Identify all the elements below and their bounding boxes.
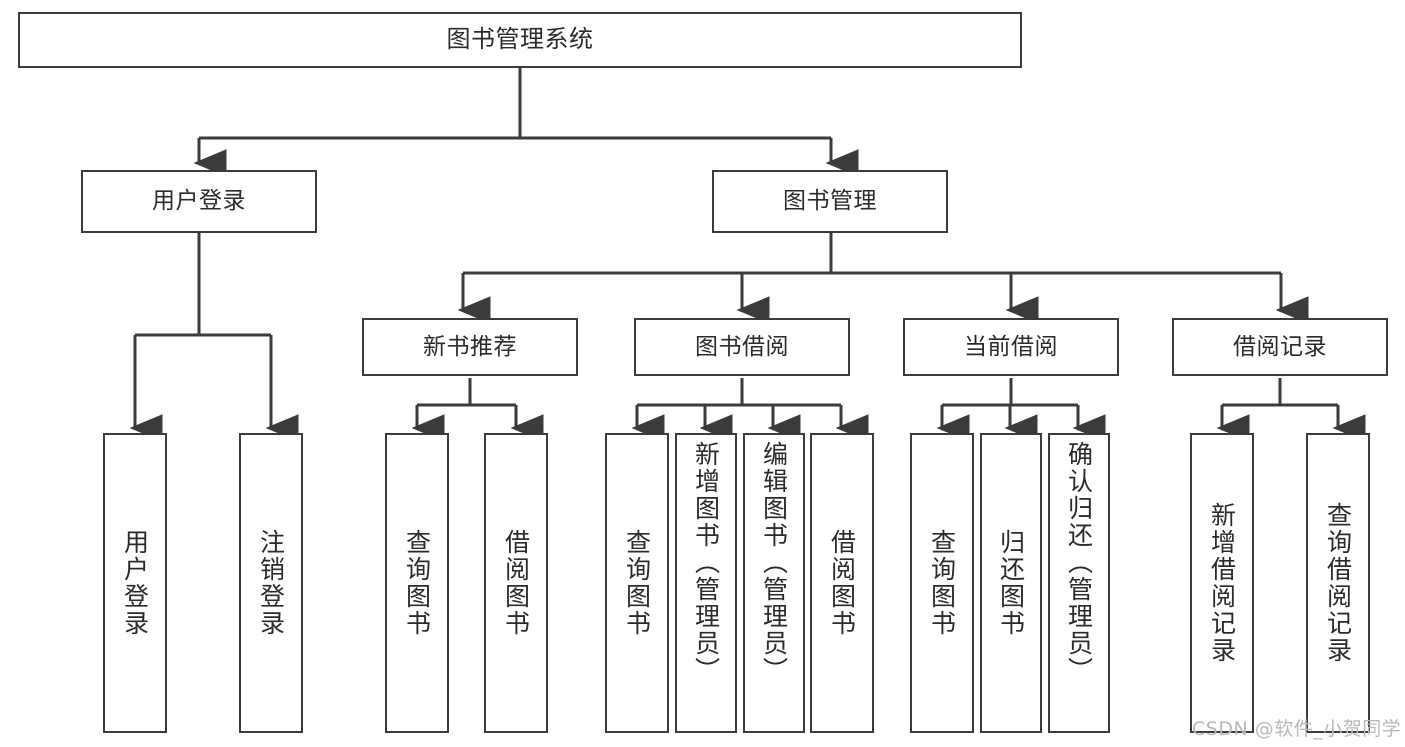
node-leaf-return-book[interactable]: 归还图书 <box>980 433 1042 733</box>
node-label: 归还图书 <box>996 529 1026 637</box>
node-label: 借阅图书 <box>501 529 531 637</box>
node-label: 新书推荐 <box>423 333 517 360</box>
node-user-login[interactable]: 用户登录 <box>81 170 317 233</box>
node-leaf-borrow-book-new[interactable]: 借阅图书 <box>484 433 548 733</box>
node-label: 图书管理 <box>783 188 877 215</box>
node-label: 新增借阅记录 <box>1207 502 1237 664</box>
node-label: 查询借阅记录 <box>1323 502 1353 664</box>
node-label: 查询图书 <box>402 529 432 637</box>
node-label: 用户登录 <box>120 529 150 637</box>
node-label: 用户登录 <box>152 188 246 215</box>
node-label: 编辑图书（管理员） <box>759 441 789 684</box>
node-leaf-query-book-current[interactable]: 查询图书 <box>910 433 974 733</box>
node-borrow-record[interactable]: 借阅记录 <box>1172 318 1388 376</box>
node-leaf-edit-book-admin[interactable]: 编辑图书（管理员） <box>743 433 805 733</box>
node-label: 当前借阅 <box>964 333 1058 360</box>
node-book-manage[interactable]: 图书管理 <box>712 170 948 233</box>
node-label: 查询图书 <box>927 529 957 637</box>
node-root-system[interactable]: 图书管理系统 <box>18 12 1022 68</box>
csdn-watermark: CSDN @软件_小贺同学 <box>1192 718 1402 740</box>
node-new-book-recommend[interactable]: 新书推荐 <box>362 318 578 376</box>
node-leaf-query-book-borrow[interactable]: 查询图书 <box>605 433 669 733</box>
node-label: 图书管理系统 <box>446 25 594 54</box>
node-label: 图书借阅 <box>695 333 789 360</box>
node-label: 借阅图书 <box>827 529 857 637</box>
node-label: 注销登录 <box>256 529 286 637</box>
node-leaf-query-borrow-record[interactable]: 查询借阅记录 <box>1306 433 1370 733</box>
node-leaf-confirm-return-admin[interactable]: 确认归还（管理员） <box>1048 433 1110 733</box>
node-label: 确认归还（管理员） <box>1064 441 1094 684</box>
node-book-borrow[interactable]: 图书借阅 <box>634 318 850 376</box>
node-leaf-borrow-book[interactable]: 借阅图书 <box>810 433 874 733</box>
node-leaf-query-book-new[interactable]: 查询图书 <box>385 433 449 733</box>
node-label: 借阅记录 <box>1233 333 1327 360</box>
node-leaf-add-book-admin[interactable]: 新增图书（管理员） <box>675 433 737 733</box>
node-leaf-logout[interactable]: 注销登录 <box>239 433 303 733</box>
node-current-borrow[interactable]: 当前借阅 <box>903 318 1119 376</box>
node-leaf-user-login[interactable]: 用户登录 <box>103 433 167 733</box>
node-leaf-add-borrow-record[interactable]: 新增借阅记录 <box>1190 433 1254 733</box>
node-label: 查询图书 <box>622 529 652 637</box>
node-label: 新增图书（管理员） <box>691 441 721 684</box>
